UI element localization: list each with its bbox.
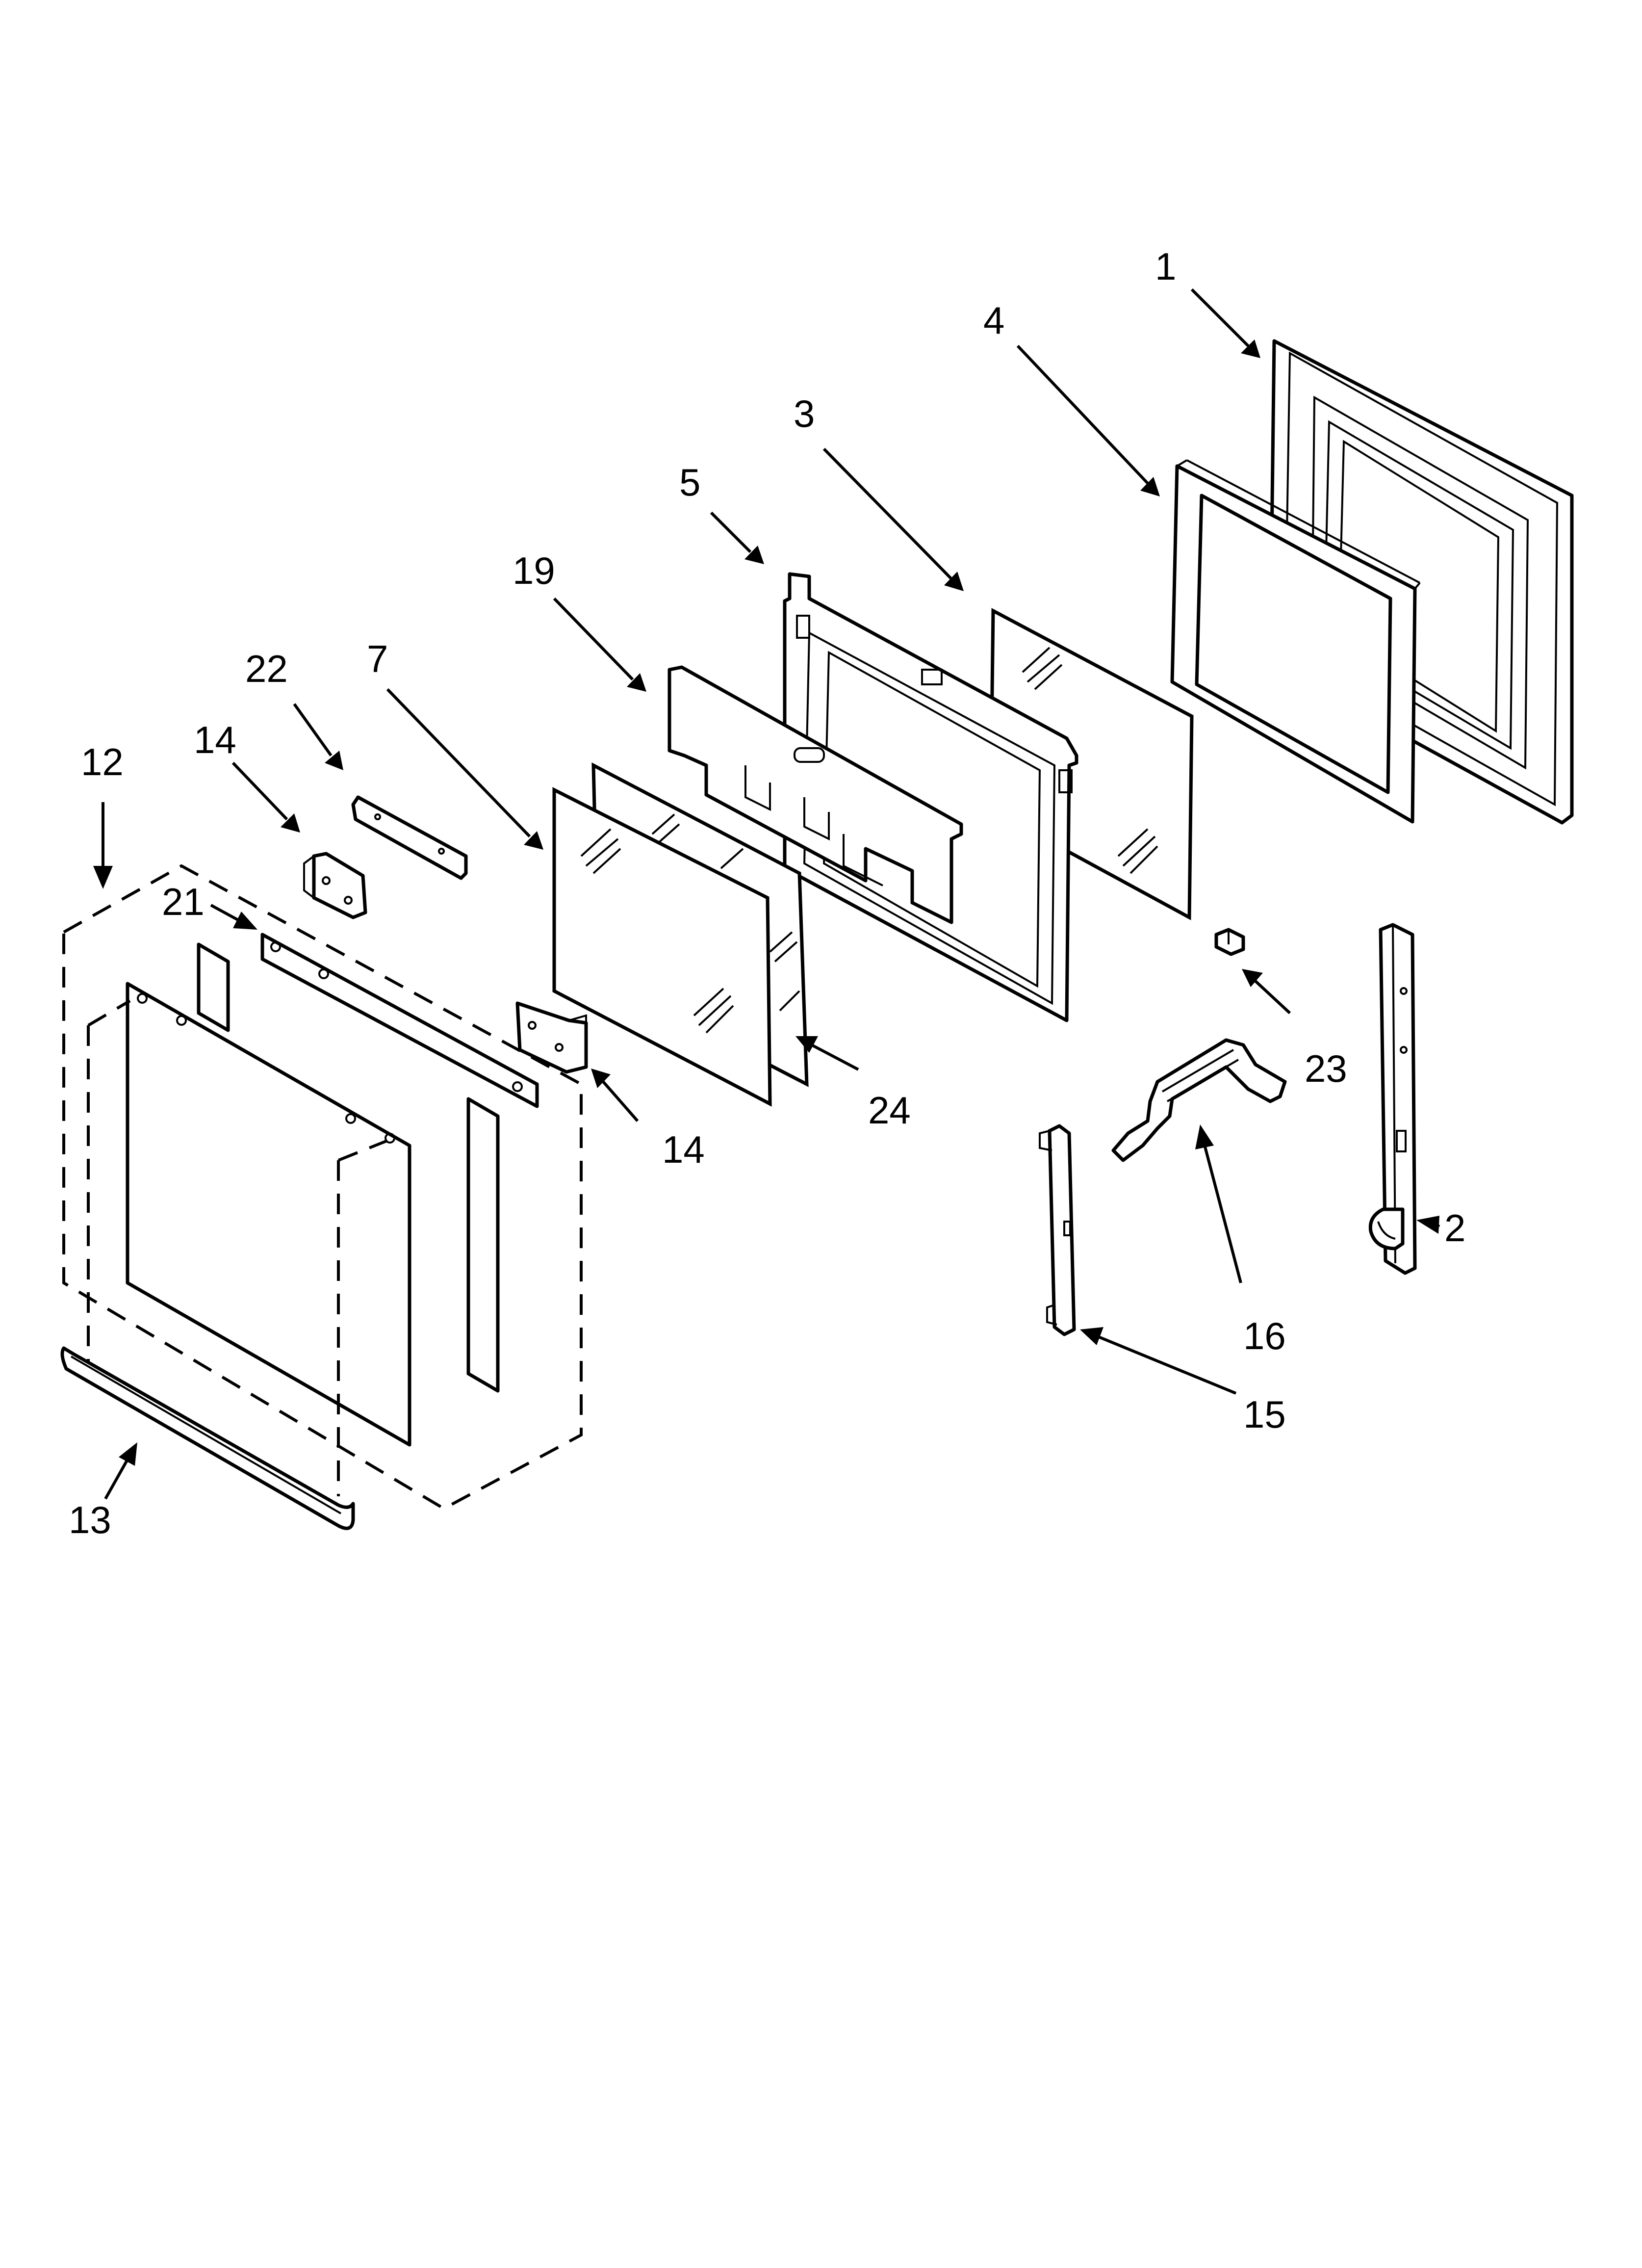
callout-labels: 1 2 3 4 5 7 12 13 14 14 15 16 19 21 22 2… <box>69 245 1465 1541</box>
callout-14a: 14 <box>194 718 236 761</box>
callout-12: 12 <box>81 740 124 783</box>
part-4-frame <box>1170 459 1421 824</box>
part-2-hinge <box>1368 923 1417 1275</box>
callout-14b: 14 <box>662 1128 705 1171</box>
callout-22: 22 <box>245 647 288 690</box>
part-23-clip <box>1214 928 1245 956</box>
callout-23: 23 <box>1305 1047 1347 1090</box>
callout-13: 13 <box>69 1498 111 1541</box>
leader-lines <box>93 288 1440 1500</box>
part-14-hinge-bracket-upper <box>303 852 367 919</box>
callout-19: 19 <box>513 549 555 592</box>
callout-24: 24 <box>868 1089 911 1132</box>
part-7-glass <box>552 787 772 1107</box>
part-22-bracket <box>351 795 468 880</box>
part-16-bracket <box>1111 1038 1287 1162</box>
part-19-shield <box>667 665 963 924</box>
part-14-hinge-bracket-lower <box>515 1001 588 1074</box>
callout-21: 21 <box>162 880 205 923</box>
callout-15: 15 <box>1243 1393 1286 1436</box>
callout-7: 7 <box>367 637 388 680</box>
callout-16: 16 <box>1243 1314 1286 1357</box>
callout-4: 4 <box>983 299 1004 342</box>
callout-1: 1 <box>1155 245 1176 288</box>
part-13-handle <box>60 1346 355 1530</box>
callout-5: 5 <box>679 461 700 504</box>
part-12-door-assembly <box>62 864 583 1511</box>
callout-2: 2 <box>1444 1206 1465 1250</box>
callout-3: 3 <box>794 392 815 435</box>
part-15-hinge-arm <box>1039 1124 1076 1336</box>
part-21-strip <box>260 933 539 1108</box>
